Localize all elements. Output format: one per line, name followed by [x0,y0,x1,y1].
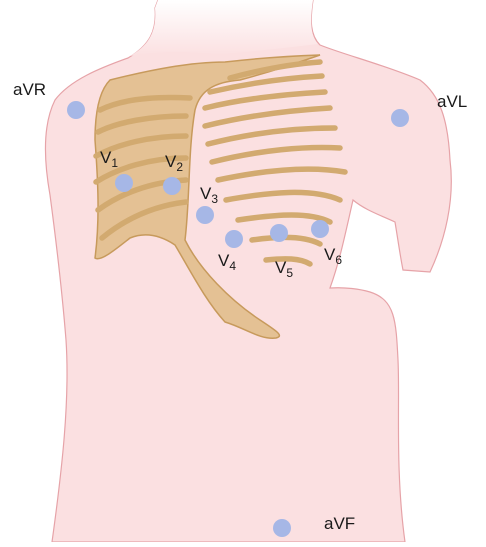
label-v2: V2 [165,153,183,173]
label-v6: V6 [324,246,342,266]
label-v4: V4 [218,252,236,272]
electrode-v2 [163,177,181,195]
label-v1-letter: V [100,148,111,167]
electrode-avl [391,109,409,127]
label-v3: V3 [200,185,218,205]
electrode-v6 [311,220,329,238]
label-v5-letter: V [275,258,286,277]
label-v3-letter: V [200,184,211,203]
label-v2-index: 2 [176,160,183,174]
electrode-v3 [196,206,214,224]
label-v1-index: 1 [111,156,118,170]
label-avr: aVR [13,81,46,98]
label-v6-index: 6 [335,253,342,267]
electrode-v5 [270,224,288,242]
electrode-v1 [115,174,133,192]
label-v1: V1 [100,149,118,169]
label-v5: V5 [275,259,293,279]
label-v5-index: 5 [286,266,293,280]
torso [45,0,451,542]
electrode-avf [273,519,291,537]
label-v3-index: 3 [211,192,218,206]
label-v4-index: 4 [229,259,236,273]
electrode-avr [67,101,85,119]
electrode-v4 [225,230,243,248]
label-v6-letter: V [324,245,335,264]
label-avl: aVL [437,93,467,110]
label-v2-letter: V [165,152,176,171]
label-v4-letter: V [218,251,229,270]
label-avf: aVF [324,515,355,532]
